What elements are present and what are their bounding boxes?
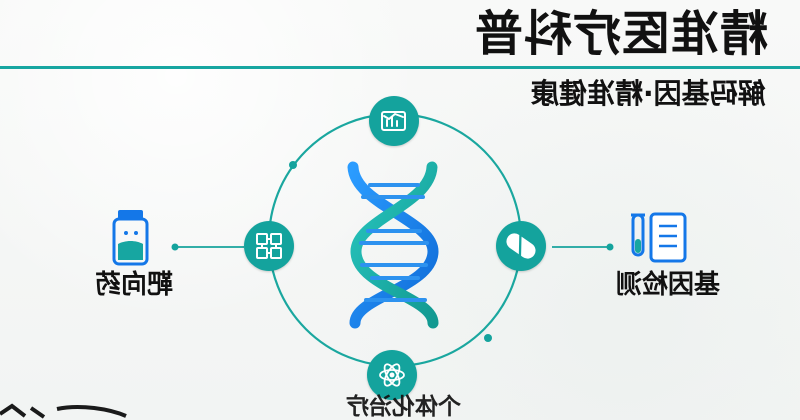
ring-dot-top-left bbox=[289, 161, 297, 169]
chart-report-icon bbox=[381, 111, 406, 131]
title-divider bbox=[0, 66, 800, 69]
right-connector-dot bbox=[606, 243, 614, 251]
atom-icon bbox=[379, 363, 405, 387]
pill-icon bbox=[506, 233, 536, 259]
bottom-label: 个体化治疗 bbox=[346, 394, 461, 420]
left-connector-dot bbox=[171, 243, 179, 251]
right-label: 基因检测 bbox=[616, 270, 721, 300]
bottom-node bbox=[367, 350, 417, 400]
medicine-bottle-icon bbox=[112, 210, 149, 266]
right-node bbox=[496, 221, 546, 271]
corner-decoration bbox=[0, 403, 127, 419]
puzzle-icon bbox=[256, 233, 282, 259]
left-node bbox=[244, 221, 294, 271]
top-node bbox=[369, 96, 419, 146]
outer-ring bbox=[267, 112, 523, 368]
left-label: 靶向药 bbox=[95, 270, 174, 300]
ring-dot-bottom-right bbox=[484, 334, 492, 342]
test-tube-clipboard-icon bbox=[631, 212, 687, 263]
dna-helix-icon bbox=[347, 161, 439, 329]
